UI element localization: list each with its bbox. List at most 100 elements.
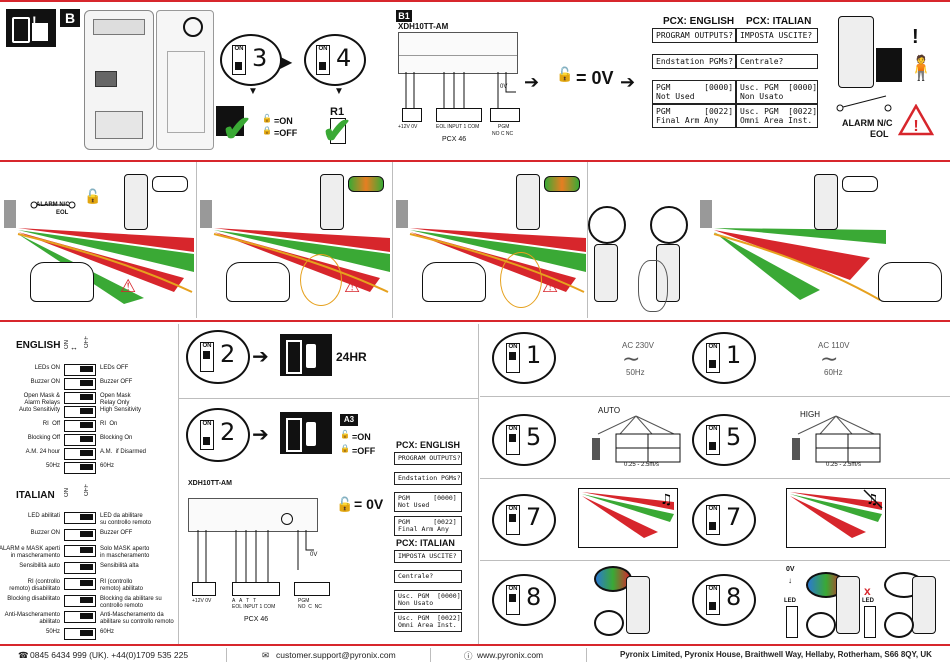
- footer-divider: [0, 644, 950, 646]
- switch-right-label: Buzzer OFF: [100, 529, 133, 536]
- power-terminal: [402, 108, 422, 122]
- switch-left-label: LEDs ON: [34, 365, 60, 371]
- pcx-it-line-3: Usc. PGM [0000] Non Usato: [736, 80, 818, 104]
- arrow-right-icon: ▶: [280, 54, 293, 71]
- section-b-badge: B: [60, 9, 80, 27]
- pcx-en-line-2: Endstation PGMs?: [652, 54, 736, 69]
- switch-left-label: 50Hz: [45, 463, 60, 469]
- terminal-label-pgm: PGM NO C NC: [298, 598, 322, 610]
- off-column-label: OFF: [84, 336, 90, 348]
- pcx-italian-title: PCX: ITALIAN: [396, 538, 455, 548]
- tool-icon: !: [6, 9, 56, 47]
- 50hz-label: 50Hz: [626, 368, 645, 377]
- switch-right-label: High Sensitivity: [100, 407, 142, 413]
- switch-left-label: Buzzer ON: [30, 379, 60, 385]
- dip-switch-2-off-diagram: ON 2: [186, 408, 250, 462]
- switch-right-label: Sensibilità alta: [100, 562, 139, 569]
- footer-email[interactable]: customer.support@pyronix.com: [276, 650, 396, 660]
- led-zoom-red: [806, 612, 836, 638]
- dip-switch-row: [64, 578, 96, 590]
- section-divider: [480, 560, 950, 561]
- section-divider: [0, 160, 950, 162]
- cross-icon: x: [864, 584, 871, 598]
- ac110-label: AC 110V: [818, 341, 850, 350]
- arrow-left-right-icon: ↔: [70, 343, 78, 352]
- led-indicator-active: [544, 176, 580, 192]
- detector-icon: [838, 16, 874, 88]
- switch-open-icon: [30, 201, 76, 209]
- dip-switch-row: [64, 392, 96, 404]
- module-terminal-block: [188, 498, 318, 532]
- italian-title: ITALIAN: [16, 490, 55, 501]
- unlock-icon: 🔓: [336, 496, 354, 512]
- footer-website[interactable]: www.pyronix.com: [477, 650, 544, 660]
- car-icon: [422, 262, 486, 302]
- dip-switch-row: [64, 512, 96, 524]
- voltage-label: 0V: [310, 552, 318, 558]
- led-zoom-blue: [650, 206, 688, 244]
- unlock-icon: 🔓: [340, 430, 350, 439]
- switch-right-label: Solo MASK aperto in mascheramento: [100, 546, 150, 559]
- speed-label: 0.25 - 2.5m/s: [624, 462, 660, 468]
- speed-label: 0.25 - 2.5m/s: [826, 462, 862, 468]
- pcx-en-line-1: PROGRAM OUTPUTS?: [394, 452, 462, 465]
- terminal-label-power: +12V 0V: [398, 124, 418, 130]
- pcx-it-line-1: IMPOSTA USCITE?: [394, 550, 462, 563]
- terminal-label-nonc: NO C NC: [492, 131, 514, 137]
- detector-icon: [516, 174, 540, 230]
- off-label: =OFF: [274, 128, 298, 138]
- car-icon: [878, 262, 942, 302]
- 24hr-label: 24HR: [336, 350, 367, 364]
- led-label: LED: [784, 598, 796, 604]
- dip-switch-4-diagram: ON 4: [304, 34, 366, 86]
- detector-icon: [626, 576, 650, 634]
- arrow-right-icon: ➔: [620, 72, 636, 92]
- high-label: HIGH: [800, 410, 820, 419]
- footer-separator: [226, 648, 227, 662]
- dip-switch-7-on-diagram: ON 7: [492, 494, 556, 546]
- checkmark-icon: ✔: [322, 110, 353, 151]
- svg-text:!: !: [913, 118, 918, 135]
- unlock-icon: 🔓: [84, 188, 102, 204]
- switch-right-label: Anti-Mascheramento da abilitare su contr…: [100, 612, 174, 625]
- pcx-en-line-1: PROGRAM OUTPUTS?: [652, 28, 736, 43]
- led-zoom-off: [884, 612, 914, 638]
- switch-left-label: A.M. 24 hour: [25, 449, 60, 455]
- switch-right-label: RI On: [100, 421, 118, 427]
- auto-label: AUTO: [598, 406, 621, 415]
- terminal-label-pgm: PGM: [498, 124, 510, 130]
- 60hz-label: 60Hz: [824, 368, 843, 377]
- dip-switch-2-on-diagram: ON 2: [186, 330, 250, 384]
- detector-icon: [912, 576, 936, 634]
- section-divider: [480, 478, 950, 479]
- terminal-label-eol: A A T T EOL INPUT 1 COM: [232, 598, 276, 610]
- footer-address: Pyronix Limited, Pyronix House, Braithwe…: [620, 650, 932, 659]
- intruder-crouching-icon: [300, 254, 342, 306]
- on-label: =ON: [274, 116, 293, 126]
- dip-switch-5-on-diagram: ON 5: [492, 414, 556, 466]
- led-switch-icon: [864, 606, 876, 638]
- pcx-italian-title: PCX: ITALIAN: [746, 16, 812, 27]
- switch-right-label: RI (controllo remoto) abilitato: [100, 579, 144, 592]
- unlock-icon: 🔓: [556, 66, 574, 82]
- ac230-label: AC 230V: [622, 341, 655, 350]
- zero-volt-label: = 0V: [354, 496, 384, 512]
- detector-icon: [216, 106, 244, 136]
- intruder-walking-icon: [500, 252, 542, 308]
- switch-left-label: Buzzer ON: [30, 529, 60, 536]
- led-zoom-green: [588, 206, 626, 244]
- warning-icon: ⚠: [542, 276, 559, 296]
- dip-switch-8-off-diagram: ON 8: [692, 574, 756, 626]
- led-zoom-multicolor: [594, 566, 632, 592]
- sensitivity-high-diagram: [792, 415, 881, 463]
- led-switch-icon: [786, 606, 798, 638]
- detector-backplate-image: [156, 10, 214, 150]
- dip-switch-row: [64, 545, 96, 557]
- english-title: ENGLISH: [16, 340, 61, 351]
- footer-separator: [430, 648, 431, 662]
- detection-zone-scene-1: [4, 200, 194, 304]
- pcx-it-line-4: Usc. PGM [0022] Omni Area Inst.: [736, 104, 818, 128]
- dip-switch-row: [64, 528, 96, 541]
- switch-left-label: Blocking Off: [27, 435, 60, 441]
- section-divider: [0, 320, 950, 322]
